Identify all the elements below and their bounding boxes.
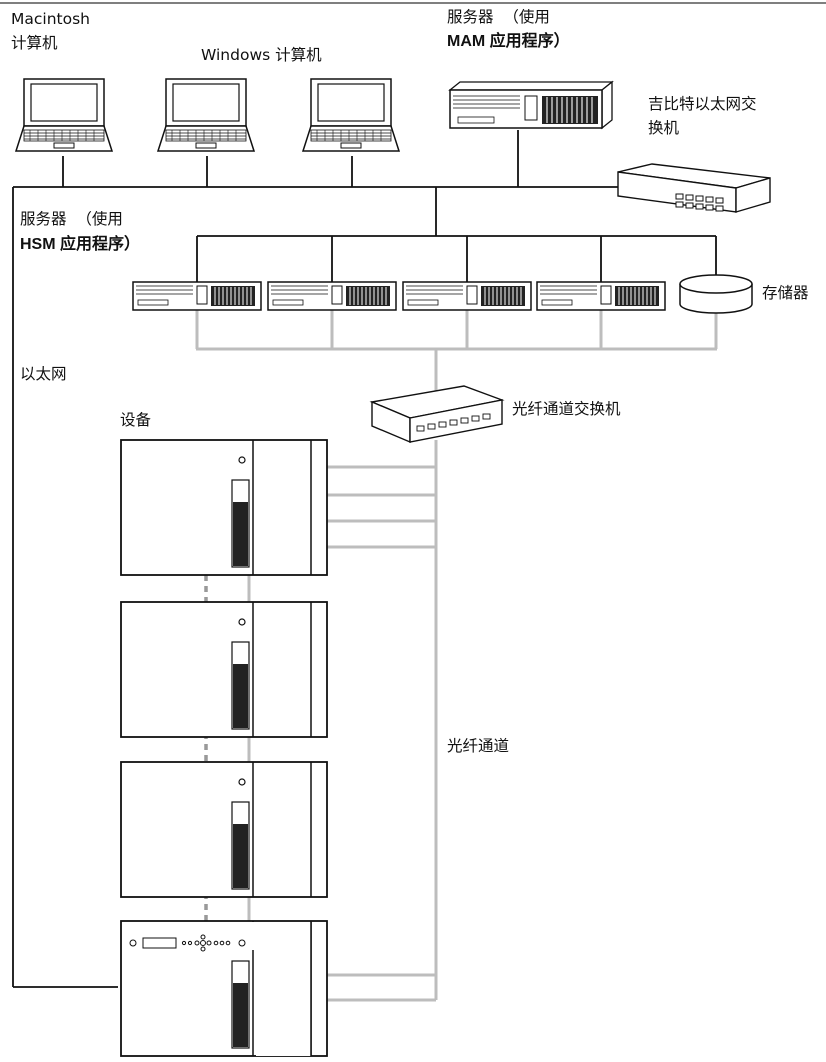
- device-control-panel: [129, 934, 246, 952]
- hsm-server-1: [132, 281, 262, 311]
- label-mam-server-line1: 服务器 （使用: [447, 8, 550, 26]
- gigabit-switch: [617, 163, 771, 213]
- laptop-mac: [15, 78, 113, 152]
- label-gigabit-switch-line1: 吉比特以太网交: [648, 95, 757, 113]
- mam-server: [448, 80, 614, 130]
- label-macintosh: Macintosh: [11, 10, 90, 28]
- label-fibre-channel: 光纤通道: [447, 737, 510, 755]
- label-ethernet: 以太网: [20, 365, 67, 383]
- storage-cylinder: [679, 274, 753, 314]
- label-storage: 存储器: [762, 284, 809, 302]
- label-mam-server-line2: MAM 应用程序）: [447, 33, 570, 50]
- fibre-channel-lines: [195, 310, 718, 1002]
- laptop-windows-2: [302, 78, 400, 152]
- laptop-windows-1: [157, 78, 255, 152]
- label-devices: 设备: [120, 411, 152, 429]
- device-unit-1: [120, 439, 328, 576]
- label-fc-switch: 光纤通道交换机: [512, 400, 621, 418]
- ethernet-lines: [12, 130, 717, 988]
- hsm-server-4: [536, 281, 666, 311]
- label-computer-mac: 计算机: [11, 34, 58, 52]
- hsm-server-3: [402, 281, 532, 311]
- device-unit-2: [120, 601, 328, 738]
- label-windows-computer: Windows 计算机: [201, 46, 322, 64]
- hsm-server-2: [267, 281, 397, 311]
- label-hsm-server-line1: 服务器 （使用: [20, 210, 123, 228]
- fc-switch: [369, 385, 505, 444]
- device-unit-3: [120, 761, 328, 898]
- device-unit-4: [120, 920, 328, 1057]
- label-gigabit-switch-line2: 换机: [648, 119, 680, 137]
- label-hsm-server-line2: HSM 应用程序）: [20, 236, 141, 253]
